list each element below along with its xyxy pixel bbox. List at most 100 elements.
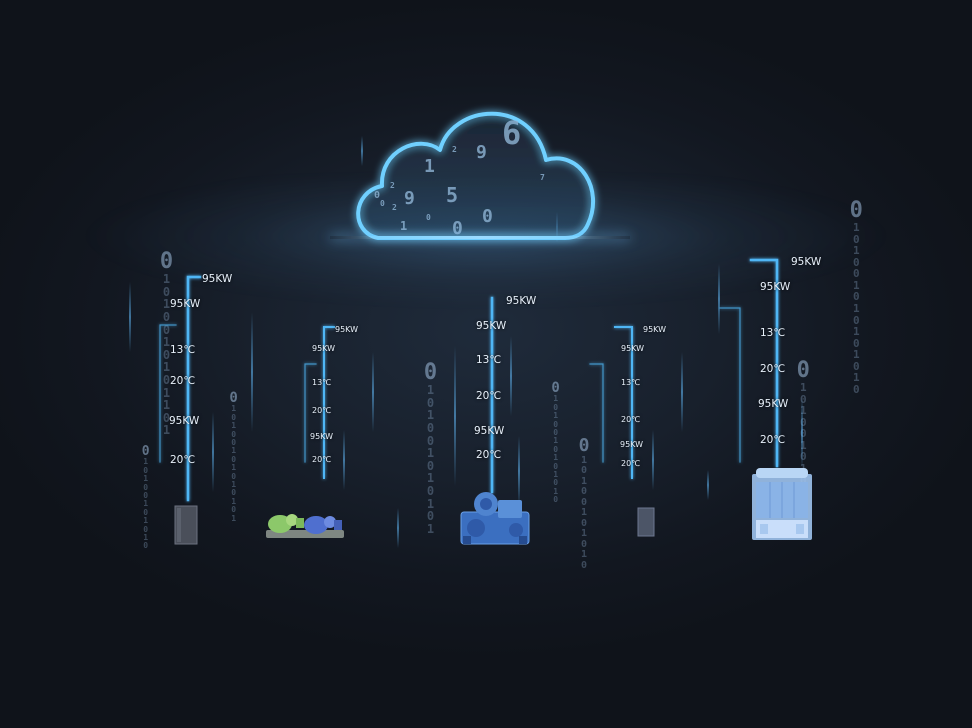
power-reading: 95KW (476, 320, 507, 332)
cloud-digit: 2 (392, 203, 397, 212)
temperature-reading: 20℃ (312, 406, 332, 415)
binary-column-body: 1 0 1 0 0 1 0 1 0 1 0 1 0 1 0 (852, 221, 860, 396)
binary-column-head: 0 (551, 379, 560, 396)
light-streak (129, 282, 131, 352)
cloud-digit: 2 (390, 181, 395, 190)
small-cabinet-device[interactable] (637, 507, 655, 537)
light-streak (718, 264, 720, 334)
binary-column-body: 1 0 1 0 0 1 0 1 0 1 1 0 1 (162, 272, 171, 438)
connector-line (749, 258, 779, 468)
cloud-digit: 0 (380, 199, 385, 208)
cloud-digit: 5 (446, 183, 458, 207)
binary-column-head: 0 (578, 435, 590, 456)
temperature-reading: 13℃ (760, 327, 786, 339)
light-streak (212, 412, 214, 492)
connector-line (719, 307, 741, 463)
light-streak (251, 312, 253, 432)
light-streak (361, 136, 363, 166)
light-streak (707, 470, 709, 500)
connector-line (304, 363, 317, 463)
binary-column-head: 0 (423, 360, 438, 386)
power-reading: 95KW (758, 398, 789, 410)
power-reading: 95KW (474, 425, 505, 437)
temperature-reading: 13℃ (476, 354, 502, 366)
chiller-device[interactable] (460, 492, 530, 545)
light-streak (681, 352, 683, 432)
temperature-reading: 20℃ (476, 449, 502, 461)
power-reading: 95KW (310, 432, 334, 441)
connector-line (159, 324, 177, 463)
cloud-horizon-glow (330, 236, 630, 239)
light-streak (397, 508, 399, 548)
temperature-reading: 20℃ (312, 455, 332, 464)
cloud-digit: 1 (424, 156, 435, 177)
connector-line (186, 275, 202, 502)
cloud-digit: 0 (426, 213, 431, 222)
temperature-reading: 13℃ (170, 344, 196, 356)
binary-column-body: 1 0 1 0 0 1 0 1 0 1 0 1 0 (553, 394, 559, 505)
cloud-digit: 9 (476, 142, 487, 163)
binary-column-head: 0 (159, 249, 174, 275)
temperature-reading: 20℃ (170, 375, 196, 387)
light-streak (801, 398, 803, 468)
cloud-digit: 2 (452, 145, 457, 154)
cloud-digit: 7 (540, 173, 545, 182)
temperature-reading: 20℃ (621, 459, 641, 468)
light-streak (518, 436, 520, 506)
cabinet-device[interactable] (174, 505, 198, 545)
power-reading: 95KW (202, 273, 233, 285)
light-streak (510, 336, 512, 416)
cloud-digit: 0 (374, 190, 380, 201)
power-reading: 95KW (335, 325, 359, 334)
temperature-reading: 20℃ (170, 454, 196, 466)
power-reading: 95KW (169, 415, 200, 427)
binary-column-body: 1 0 1 0 0 1 0 1 0 1 0 (581, 454, 588, 571)
temperature-reading: 20℃ (760, 434, 786, 446)
connector-line (589, 363, 604, 463)
binary-column-body: 1 0 1 0 0 1 0 1 0 1 0 (143, 457, 149, 551)
power-reading: 95KW (643, 325, 667, 334)
power-reading: 95KW (170, 298, 201, 310)
binary-column-head: 0 (229, 389, 238, 406)
light-streak (343, 430, 345, 490)
binary-column-body: 1 0 1 0 0 1 0 1 0 1 0 1 0 1 (231, 404, 237, 523)
binary-column-head: 0 (141, 443, 150, 459)
pump-pair-device[interactable] (266, 514, 344, 538)
light-streak (652, 430, 654, 490)
cloud-digit: 0 (482, 206, 493, 227)
power-reading: 95KW (760, 281, 791, 293)
light-streak (372, 352, 374, 432)
power-reading: 95KW (312, 344, 336, 353)
power-reading: 95KW (506, 295, 537, 307)
power-reading: 95KW (620, 440, 644, 449)
cloud-digit: 0 (452, 218, 463, 239)
power-reading: 95KW (791, 256, 822, 268)
temperature-reading: 20℃ (621, 415, 641, 424)
temperature-reading: 13℃ (312, 378, 332, 387)
cloud-outline (356, 111, 595, 240)
temperature-reading: 13℃ (621, 378, 641, 387)
power-reading: 95KW (621, 344, 645, 353)
cloud-digit: 1 (400, 219, 407, 233)
binary-column-head: 0 (796, 358, 810, 384)
cloud-digit: 6 (502, 114, 521, 152)
temperature-reading: 20℃ (760, 363, 786, 375)
light-streak (454, 346, 456, 486)
binary-column-body: 1 0 1 0 0 1 0 1 0 1 0 1 (426, 383, 435, 536)
cloud-digit: 9 (404, 188, 415, 209)
connector-line (323, 326, 335, 479)
temperature-reading: 20℃ (476, 390, 502, 402)
cooling-tower-device[interactable] (752, 468, 812, 540)
connector-line (614, 326, 633, 479)
